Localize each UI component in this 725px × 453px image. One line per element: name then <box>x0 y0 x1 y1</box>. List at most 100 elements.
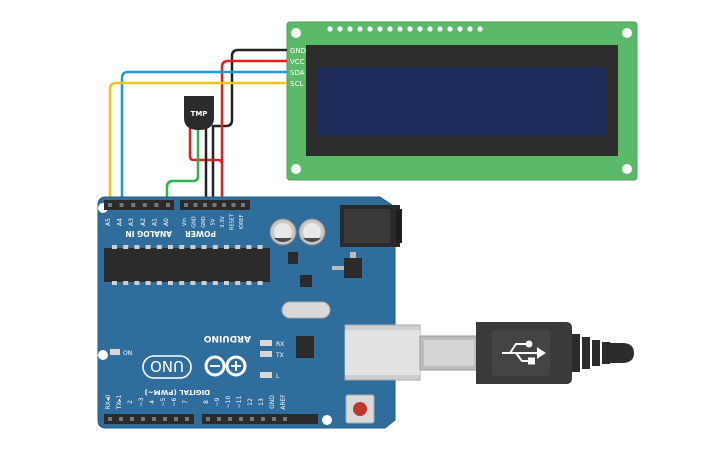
digital-pin-hole[interactable] <box>228 417 232 421</box>
lcd-pad <box>377 26 383 32</box>
power-pin-hole[interactable] <box>193 203 198 207</box>
digital-pin-hole[interactable] <box>185 417 189 421</box>
digital-pin-hole[interactable] <box>152 417 156 421</box>
lcd-mount-hole <box>622 28 632 38</box>
usb-strain-relief <box>572 334 634 372</box>
analog-pin-hole[interactable] <box>119 203 124 207</box>
digital-pin-label: 4 <box>149 400 156 404</box>
lcd-pad <box>427 26 433 32</box>
digital-pin-hole[interactable] <box>130 417 134 421</box>
power-pin-label: 5V <box>211 218 217 225</box>
analog-pin-hole[interactable] <box>131 203 136 207</box>
digital-pin-hole[interactable] <box>108 417 112 421</box>
power-pin-label: GND <box>201 216 207 228</box>
wire-gnd[interactable] <box>211 48 287 200</box>
sensor-label: TMP <box>191 110 208 118</box>
chip-pin <box>190 245 196 249</box>
power-pin-hole[interactable] <box>231 203 236 207</box>
chip-pin <box>246 245 252 249</box>
digital-pin-hole[interactable] <box>250 417 254 421</box>
wire-sensor-out[interactable] <box>165 150 200 200</box>
chip-pin <box>112 281 117 285</box>
wire-scl[interactable] <box>108 81 287 200</box>
digital-pin-label: 7 <box>182 400 189 404</box>
capacitor <box>298 218 326 246</box>
chip-pin <box>123 281 129 285</box>
analog-pin-hole[interactable] <box>154 203 159 207</box>
svg-text:L: L <box>276 373 280 380</box>
chip-pin <box>235 281 241 285</box>
digital-pin-hole[interactable] <box>141 417 145 421</box>
wires-lcd <box>108 48 287 200</box>
chip-pin <box>168 281 173 285</box>
rx-led: RX <box>260 340 284 348</box>
digital-pin-label: GND <box>269 395 276 409</box>
chip-pin <box>145 281 151 285</box>
capacitor <box>269 218 297 246</box>
power-pin-hole[interactable] <box>212 203 217 207</box>
digital-pin-hole[interactable] <box>239 417 243 421</box>
usb-port[interactable] <box>344 324 421 381</box>
wire-sda[interactable] <box>120 70 287 200</box>
digital-pin-hole[interactable] <box>261 417 265 421</box>
power-pin-hole[interactable] <box>222 203 226 207</box>
digital-pin-label: ~3 <box>138 397 145 406</box>
lcd-pin-label-sda: SDA <box>290 69 305 77</box>
chip-pin <box>212 281 218 285</box>
digital-pin-hole[interactable] <box>174 417 178 421</box>
lcd-pad <box>457 26 463 32</box>
svg-text:RX: RX <box>276 341 284 348</box>
digital-pin-hole[interactable] <box>163 417 167 421</box>
on-led: ON <box>110 349 132 357</box>
power-pin-label: RESET <box>230 213 236 230</box>
power-pin-hole[interactable] <box>184 203 188 207</box>
wire-sensor-vcc[interactable] <box>188 150 224 165</box>
temperature-sensor: TMP <box>184 96 214 150</box>
smd-component <box>300 275 312 287</box>
reset-button[interactable] <box>345 394 375 424</box>
lcd-pin-label-scl: SCL <box>290 80 303 88</box>
power-pin-hole[interactable] <box>241 203 245 207</box>
analog-pin-hole[interactable] <box>108 203 112 207</box>
digital-header-title: DIGITAL (PWM~) <box>145 388 210 396</box>
digital-pin-label: TX▸1 <box>116 395 123 411</box>
chip-pin <box>179 245 185 249</box>
lcd-pin-label-vcc: VCC <box>290 58 305 66</box>
digital-pin-label: ~6 <box>171 397 178 406</box>
lcd-pad <box>347 26 353 32</box>
wire-vcc[interactable] <box>220 59 287 200</box>
lcd-screen <box>318 67 606 136</box>
chip-pin <box>134 245 140 249</box>
analog-pin-hole[interactable] <box>142 203 147 207</box>
arduino-logo: ARDUINO UNO <box>142 333 251 379</box>
chip-pin <box>224 245 229 249</box>
chip-pin <box>246 281 252 285</box>
usb-cable[interactable] <box>419 322 634 384</box>
chip-pin <box>224 281 229 285</box>
dc-power-jack[interactable] <box>340 205 402 247</box>
usb-icon <box>502 340 546 365</box>
analog-header <box>104 200 174 210</box>
power-pin-label: 3.3V <box>220 216 226 228</box>
power-pin-label: GND <box>192 216 198 228</box>
digital-pin-hole[interactable] <box>272 417 276 421</box>
lcd-module: GND VCC SDA SCL <box>286 21 638 181</box>
digital-pin-hole[interactable] <box>217 417 221 421</box>
digital-pin-hole[interactable] <box>283 417 287 421</box>
analog-header-title: ANALOG IN <box>125 229 172 238</box>
digital-pin-hole[interactable] <box>119 417 123 421</box>
lcd-pin-pads <box>327 26 483 32</box>
digital-header-right <box>202 414 318 424</box>
power-pin-hole[interactable] <box>203 203 207 207</box>
chip-pin <box>145 245 151 249</box>
infinity-icon <box>204 355 247 377</box>
analog-pin-label: A3 <box>128 218 135 226</box>
digital-pin-hole[interactable] <box>206 417 210 421</box>
chip-pin <box>257 245 263 249</box>
sensor-body[interactable] <box>184 96 214 130</box>
lcd-pin-label-gnd: GND <box>290 47 306 55</box>
analog-pin-hole[interactable] <box>166 203 170 207</box>
digital-pin-label: AREF <box>280 394 287 410</box>
lcd-pad <box>337 26 343 32</box>
digital-header-left <box>104 414 194 424</box>
